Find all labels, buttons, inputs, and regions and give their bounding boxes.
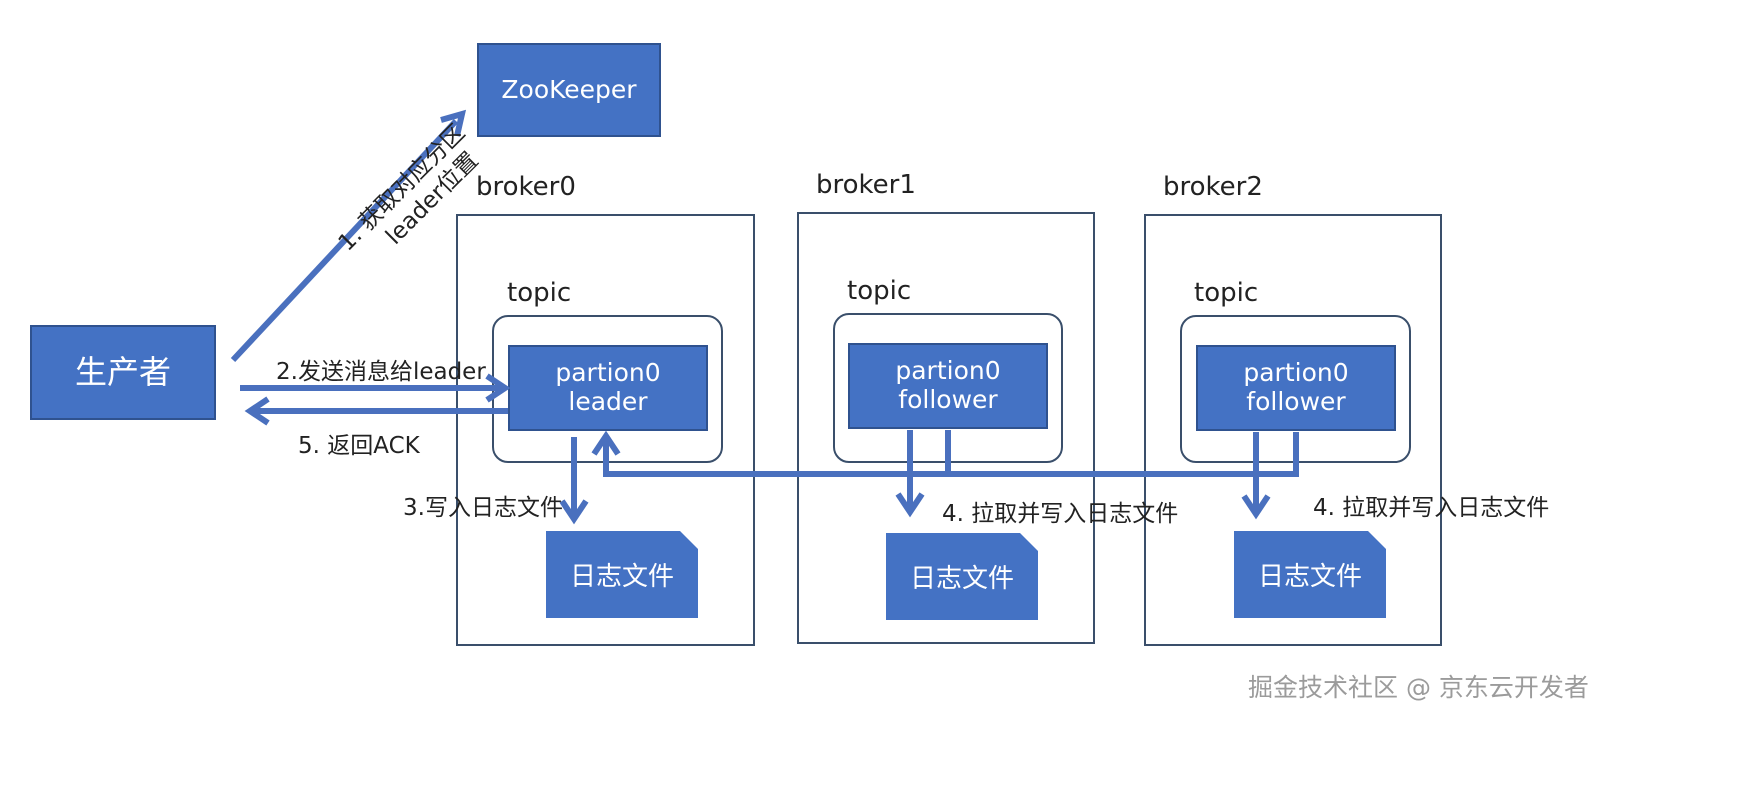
broker1-topic-label: topic [847,276,912,306]
broker0-partition-role: leader [568,387,648,416]
broker0-partition-leader: partion0 leader [508,345,708,431]
arrow-send-message-head [485,373,511,403]
broker1-label: broker1 [816,170,916,200]
arrow-to-zookeeper-head [440,109,467,137]
arrow-to-zookeeper [230,118,459,363]
zookeeper-box: ZooKeeper [477,43,661,137]
arrow-write-log-broker1-head [895,492,925,518]
broker0-label: broker0 [476,172,576,202]
arrow-write-log-broker2-head [1241,494,1271,520]
step4-broker2-label: 4. 拉取并写入日志文件 [1313,495,1550,521]
broker1-logfile: 日志文件 [886,533,1038,620]
watermark-text: 掘金技术社区 @ 京东云开发者 [1248,673,1589,702]
step2-label: 2.发送消息给leader [276,359,486,385]
broker2-partition-follower: partion0 follower [1196,345,1396,431]
step4-broker1-label: 4. 拉取并写入日志文件 [942,501,1179,527]
broker0-topic-label: topic [507,278,572,308]
broker0-partition-name: partion0 [555,358,661,388]
arrow-write-log-broker0-head [559,499,589,525]
step3-label: 3.写入日志文件 [403,495,563,521]
arrow-return-ack-head [244,396,270,426]
broker2-topic-label: topic [1194,278,1259,308]
broker2-logfile: 日志文件 [1234,531,1386,618]
producer-box: 生产者 [30,325,216,420]
fetch-line-broker2 [948,432,1299,477]
fetch-arrow-head [591,430,621,456]
broker0-logfile: 日志文件 [546,531,698,618]
broker0-frame [456,214,755,646]
broker1-frame [797,212,1095,644]
fetch-line-followers-to-leader [603,430,951,477]
step5-label: 5. 返回ACK [298,433,420,459]
broker1-partition-follower: partion0 follower [848,343,1048,429]
broker1-partition-name: partion0 [895,356,1001,386]
broker2-label: broker2 [1163,172,1263,202]
broker2-partition-role: follower [1246,387,1346,416]
broker1-partition-role: follower [898,385,998,414]
broker2-frame [1144,214,1442,646]
broker2-partition-name: partion0 [1243,358,1349,388]
